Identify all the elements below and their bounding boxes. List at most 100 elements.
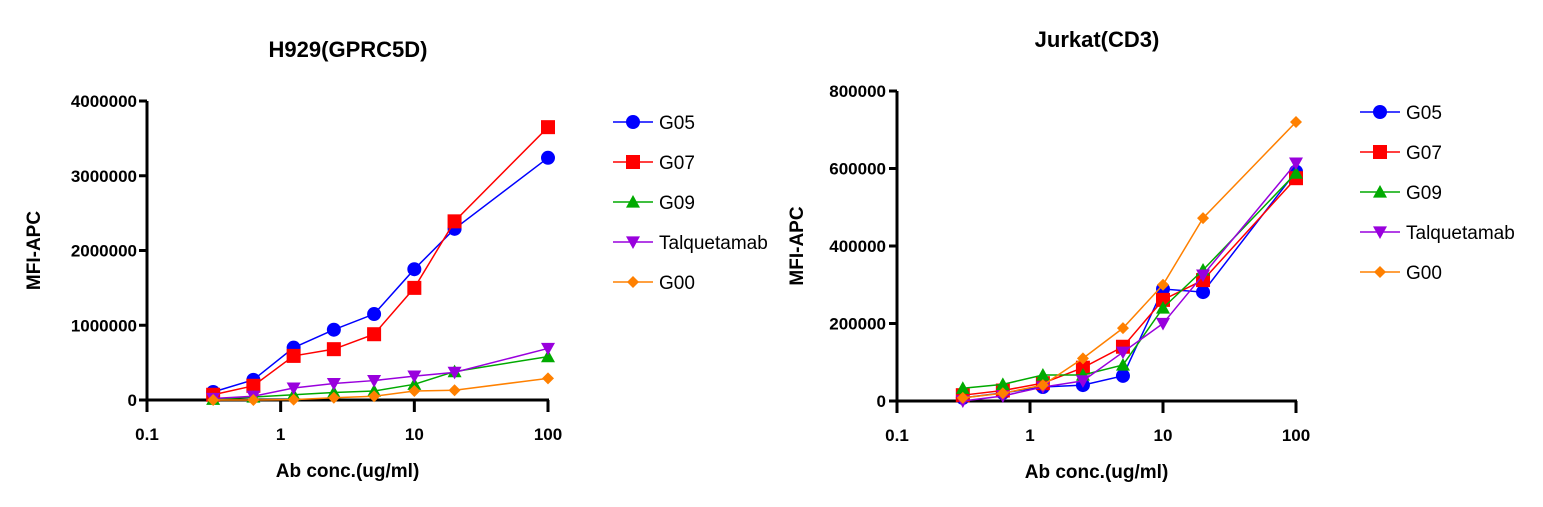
data-point: [996, 387, 1009, 400]
data-point: [408, 385, 421, 398]
series-g09: G09: [955, 166, 1442, 394]
data-point: [1289, 166, 1303, 179]
legend-marker-triangle-down-icon: [1373, 226, 1387, 239]
series-g05: G05: [955, 103, 1442, 405]
data-point: [407, 262, 422, 277]
data-point: [995, 377, 1010, 390]
chart-panel-2: Jurkat(CD3) Ab conc.(ug/ml) MFI-APC 0 200000…: [787, 27, 1515, 483]
y-tick-label: 0: [877, 392, 886, 411]
y-tick-label: 200000: [829, 315, 886, 334]
y-tick-label: 3000000: [71, 167, 137, 186]
y-tick-label: 0: [128, 391, 137, 410]
chart-title: Jurkat(CD3): [1035, 27, 1160, 52]
data-point: [407, 280, 422, 295]
data-point: [287, 393, 300, 406]
legend-label: Talquetamab: [1406, 223, 1515, 244]
data-point: [1196, 285, 1211, 300]
legend-label: Talquetamab: [659, 233, 768, 254]
y-tick-label: 1000000: [71, 316, 137, 335]
legend-label: G07: [659, 153, 695, 174]
data-point: [1115, 368, 1130, 383]
legend-label: G07: [1406, 143, 1442, 164]
data-point: [1196, 269, 1211, 283]
data-point: [1289, 157, 1303, 171]
legend-marker-triangle-down-icon: [626, 236, 640, 249]
x-tick-label: 1: [1025, 426, 1034, 445]
series-line: [213, 347, 549, 400]
series-line: [213, 377, 549, 401]
y-tick-label: 800000: [829, 82, 886, 101]
y-tick-label: 600000: [829, 160, 886, 179]
series-g07: G07: [206, 120, 695, 402]
data-point: [1116, 322, 1129, 335]
data-point: [326, 322, 341, 337]
series-line: [212, 157, 549, 393]
chart-title: H929(GPRC5D): [269, 37, 428, 62]
data-point: [327, 391, 340, 404]
y-tick-label: 400000: [829, 237, 886, 256]
legend-marker-diamond-icon: [1374, 266, 1386, 278]
data-point: [1157, 278, 1169, 291]
data-point: [542, 372, 554, 385]
data-point: [247, 394, 260, 406]
data-point: [246, 378, 261, 393]
data-point: [541, 120, 555, 135]
series-line: [962, 171, 1297, 399]
legend-label: G05: [659, 113, 695, 134]
data-point: [1035, 368, 1050, 381]
data-point: [326, 377, 341, 391]
x-tick-label: 100: [1282, 426, 1310, 445]
data-point: [407, 377, 422, 390]
x-tick-label: 1: [276, 425, 285, 444]
legend-label: G00: [1406, 263, 1442, 284]
data-point: [1156, 292, 1170, 307]
data-point: [407, 370, 422, 384]
data-point: [326, 342, 341, 357]
x-axis-label: Ab conc.(ug/ml): [1025, 462, 1169, 483]
legend-label: G05: [1406, 103, 1442, 124]
series-g00: G00: [956, 116, 1442, 404]
data-point: [1156, 317, 1170, 331]
legend-marker-diamond-icon: [627, 276, 639, 288]
data-point: [1290, 116, 1302, 128]
series-line: [962, 162, 1297, 402]
data-point: [1076, 352, 1089, 365]
data-point: [447, 214, 462, 229]
data-point: [956, 391, 969, 404]
x-tick-label: 0.1: [135, 425, 159, 444]
x-tick-label: 10: [405, 425, 424, 444]
x-tick-label: 10: [1154, 426, 1173, 445]
data-point: [367, 327, 382, 342]
data-point: [1036, 379, 1049, 392]
data-point: [541, 150, 555, 165]
y-axis-label: MFI-APC: [24, 211, 45, 290]
y-axis-label: MFI-APC: [787, 206, 808, 285]
data-point: [1156, 301, 1170, 314]
x-tick-label: 100: [534, 425, 562, 444]
legend-marker-circle-icon: [626, 115, 640, 129]
x-tick-label: 0.1: [885, 426, 909, 445]
data-point: [1197, 212, 1210, 225]
data-point: [448, 384, 461, 397]
y-tick-label: 2000000: [71, 242, 137, 261]
chart-panel-1: H929(GPRC5D) Ab conc.(ug/ml) MFI-APC 0 10000…: [24, 37, 768, 482]
legend-label: G09: [659, 193, 695, 214]
data-point: [541, 342, 555, 356]
series-line: [962, 172, 1297, 389]
legend-label: G00: [659, 273, 695, 294]
data-point: [955, 381, 970, 394]
legend-marker-circle-icon: [1373, 105, 1387, 119]
legend-marker-triangle-up-icon: [626, 195, 640, 208]
data-point: [1075, 375, 1090, 388]
legend-marker-triangle-up-icon: [1373, 185, 1387, 198]
data-point: [1075, 360, 1090, 375]
data-point: [207, 394, 220, 406]
series-line: [962, 121, 1297, 399]
y-tick-label: 4000000: [71, 92, 137, 111]
data-point: [367, 374, 382, 388]
data-point: [368, 390, 381, 403]
data-point: [447, 366, 462, 380]
data-point: [1115, 346, 1130, 360]
x-axis-label: Ab conc.(ug/ml): [276, 461, 420, 482]
